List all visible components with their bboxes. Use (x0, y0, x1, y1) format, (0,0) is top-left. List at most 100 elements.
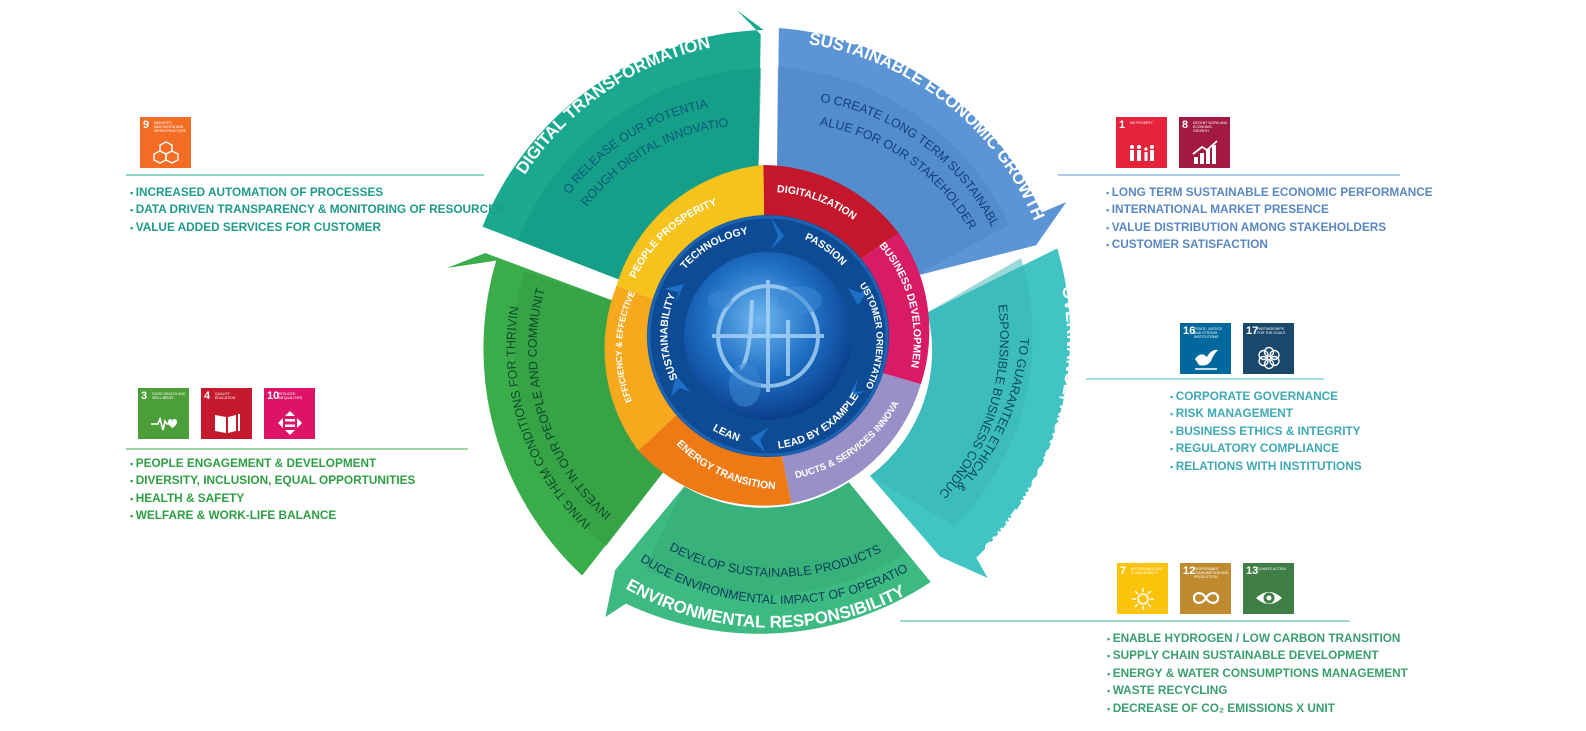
sdg-tile: 1 NO POVERTY (1116, 117, 1167, 168)
economic-list: LONG TERM SUSTAINABLE ECONOMIC PERFORMAN… (1106, 184, 1433, 254)
digital-panel: 9 INDUSTRY, INNOVATION AND INFRASTRUCTURE… (136, 117, 504, 236)
sdg-caption: DECENT WORK AND ECONOMIC GROWTH (1193, 121, 1228, 133)
arrow-icon (848, 285, 872, 305)
sdg-number: 9 (143, 119, 150, 131)
list-item: DATA DRIVEN TRANSPARENCY & MONITORING OF… (130, 201, 504, 218)
middle-ring-energy-transition (638, 413, 792, 506)
list-item: REGULATORY COMPLIANCE (1170, 440, 1362, 457)
infinity-icon (1191, 585, 1221, 611)
sdg-tile: 8 DECENT WORK AND ECONOMIC GROWTH (1179, 117, 1230, 168)
arrow-icon (848, 378, 866, 399)
arrow-icon (750, 428, 768, 452)
sdg-tile: 4 QUALITY EDUCATION (201, 388, 252, 439)
middle-ring-business-development (855, 233, 930, 385)
arrow-icon (771, 218, 784, 250)
inner-ring-edge (647, 215, 889, 457)
middle-ring-processes-efficiency (604, 285, 678, 451)
list-item: DIVERSITY, INCLUSION, EQUAL OPPORTUNITIE… (130, 472, 416, 489)
sdg-icons: 9 INDUSTRY, INNOVATION AND INFRASTRUCTURE (140, 117, 504, 168)
dove-icon (1191, 345, 1221, 371)
sdg-caption: REDUCED INEQUALITIES (278, 392, 303, 400)
social-panel: 3 GOOD HEALTH AND WELL-BEING 4 QUALITY EDUC… (136, 388, 415, 525)
sdg-number: 1 (1119, 119, 1126, 131)
middle-ring-digitalization (763, 165, 899, 263)
sdg-tile: 9 INDUSTRY, INNOVATION AND INFRASTRUCTURE (140, 117, 191, 168)
list-item: ENABLE HYDROGEN / LOW CARBON TRANSITION (1107, 630, 1408, 647)
sdg-number: 17 (1246, 325, 1259, 337)
digital-list: INCREASED AUTOMATION OF PROCESSES DATA D… (130, 184, 504, 236)
sdg-number: 8 (1182, 119, 1189, 131)
sun-icon (1128, 585, 1158, 611)
sdg-number: 16 (1183, 325, 1196, 337)
sdg-number: 13 (1246, 565, 1259, 577)
sdg-number: 3 (141, 390, 148, 402)
list-item: VALUE DISTRIBUTION AMONG STAKEHOLDERS (1106, 219, 1433, 236)
family-icon (1127, 139, 1157, 165)
list-item: BUSINESS ETHICS & INTEGRITY (1170, 423, 1362, 440)
list-item: WASTE RECYCLING (1107, 682, 1408, 699)
sdg-caption: NO POVERTY (1130, 121, 1153, 125)
sdg-caption: INDUSTRY, INNOVATION AND INFRASTRUCTURE (154, 121, 187, 133)
segment-environmental-responsibility-shade (644, 482, 906, 596)
growth-chart-icon (1190, 139, 1220, 165)
sdg-caption: RESPONSIBLE CONSUMPTION AND PRODUCTION (1194, 567, 1229, 579)
sdg-caption: PEACE, JUSTICE AND STRONG INSTITUTIONS (1194, 327, 1223, 339)
economic-panel: 1 NO POVERTY 8 DECENT WORK AND ECONOMIC GRO… (1112, 117, 1433, 254)
list-item: SUPPLY CHAIN SUSTAINABLE DEVELOPMENT (1107, 647, 1408, 664)
segment-sustainable-economic-growth-shade (776, 67, 1010, 277)
sdg-number: 12 (1183, 565, 1196, 577)
list-item: RISK MANAGEMENT (1170, 405, 1362, 422)
arrow-icon (671, 375, 690, 396)
segment-digital-transformation-shade (517, 68, 762, 283)
sdg-icons: 1 NO POVERTY 8 DECENT WORK AND ECONOMIC GRO… (1116, 117, 1433, 168)
list-item: ENERGY & WATER CONSUMPTIONS MANAGEMENT (1107, 665, 1408, 682)
environmental-list: ENABLE HYDROGEN / LOW CARBON TRANSITION … (1107, 630, 1408, 717)
heartbeat-icon (149, 410, 179, 436)
list-item: HEALTH & SAFETY (130, 490, 415, 507)
continents (708, 286, 822, 407)
sdg-number: 10 (267, 390, 280, 402)
list-item: CORPORATE GOVERNANCE (1170, 388, 1362, 405)
list-item: VALUE ADDED SERVICES FOR CUSTOMER (130, 219, 504, 236)
list-item: CUSTOMER SATISFACTION (1106, 236, 1433, 253)
inner-ring-arrows (664, 218, 872, 452)
sdg-tile: 7 AFFORDABLE AND CLEAN ENERGY (1117, 563, 1168, 614)
list-item: LONG TERM SUSTAINABLE ECONOMIC PERFORMAN… (1106, 184, 1433, 201)
sdg-icons: 3 GOOD HEALTH AND WELL-BEING 4 QUALITY EDUC… (138, 388, 415, 439)
list-item: INCREASED AUTOMATION OF PROCESSES (130, 184, 504, 201)
sdg-caption: AFFORDABLE AND CLEAN ENERGY (1131, 567, 1163, 575)
social-list: PEOPLE ENGAGEMENT & DEVELOPMENT DIVERSIT… (130, 455, 416, 525)
equality-icon (275, 410, 305, 436)
middle-ring-people-prosperity (616, 165, 764, 303)
flower-icon (1254, 345, 1284, 371)
list-item: WELFARE & WORK-LIFE BALANCE (130, 507, 415, 524)
governance-list: CORPORATE GOVERNANCE RISK MANAGEMENT BUS… (1170, 388, 1362, 475)
sdg-tile: 3 GOOD HEALTH AND WELL-BEING (138, 388, 189, 439)
list-item: INTERNATIONAL MARKET PRESENCE (1106, 201, 1433, 218)
middle-ring-products-services-innovation (781, 369, 921, 504)
sdg-number: 4 (204, 390, 211, 402)
segment-governance-risk-compliance-shade (869, 258, 1033, 527)
sdg-number: 7 (1120, 565, 1127, 577)
sdg-caption: QUALITY EDUCATION (215, 392, 236, 400)
list-item: PEOPLE ENGAGEMENT & DEVELOPMENT (130, 455, 415, 472)
sdg-caption: PARTNERSHIPS FOR THE GOALS (1257, 327, 1286, 335)
list-item: DECREASE OF CO₂ EMISSIONS X UNIT (1107, 700, 1408, 717)
book-icon (212, 410, 242, 436)
cubes-icon (151, 139, 181, 165)
eye-globe-icon (1254, 585, 1284, 611)
sdg-caption: GOOD HEALTH AND WELL-BEING (152, 392, 186, 400)
segment-social-responsibility-shade (514, 271, 667, 547)
arrow-icon (664, 284, 684, 302)
list-item: RELATIONS WITH INSTITUTIONS (1170, 458, 1362, 475)
